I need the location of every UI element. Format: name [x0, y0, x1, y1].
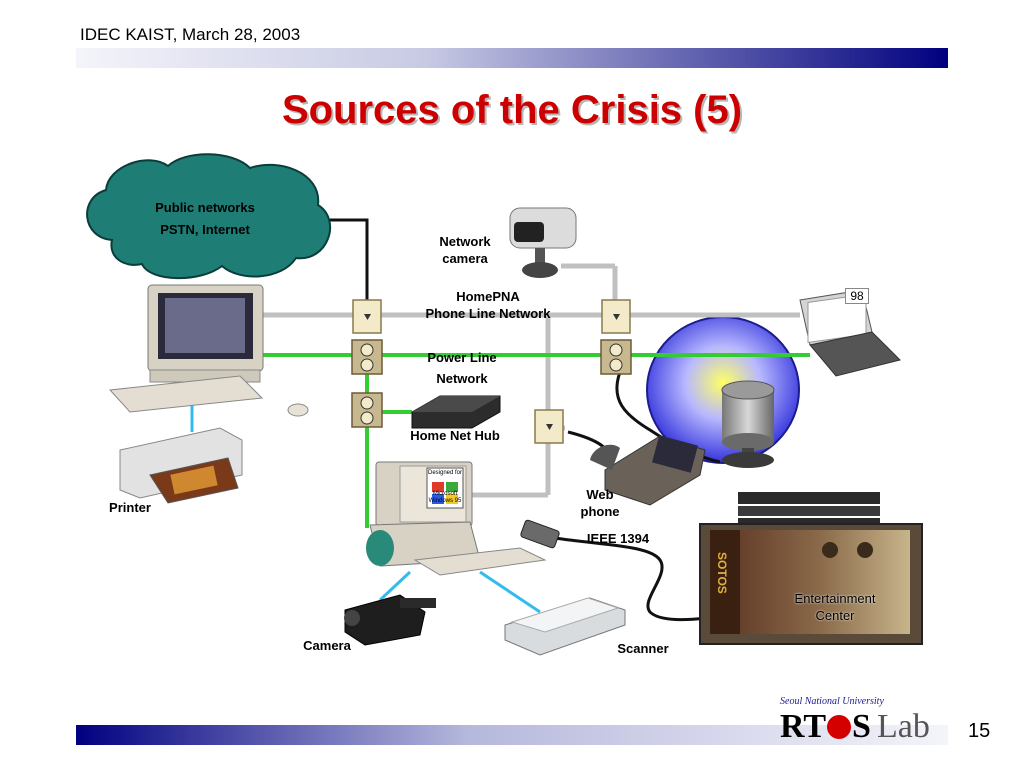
speaker [721, 380, 775, 468]
header-text: IDEC KAIST, March 28, 2003 [80, 25, 301, 44]
network-camera-label: Network camera [439, 234, 491, 266]
web-phone [590, 435, 706, 506]
power-outlet [351, 339, 383, 375]
laptop [799, 289, 901, 377]
desktop-pc [108, 284, 309, 417]
cloud-label: Public networks PSTN, Internet [115, 197, 295, 241]
camcorder [344, 594, 436, 646]
tv-side-text: SOTOS [715, 552, 729, 594]
av-equipment [738, 492, 880, 526]
printer-label: Printer [109, 500, 151, 515]
printer [119, 427, 243, 504]
slide-title: Sources of the Crisis (5) [281, 88, 743, 132]
camera-label: Camera [303, 638, 351, 653]
phone-jack [601, 299, 631, 334]
ieee1394-label: IEEE 1394 [586, 531, 650, 546]
power-outlet [600, 339, 632, 375]
public-network-cloud [86, 153, 332, 280]
home-net-hub-label: Home Net Hub [410, 428, 500, 443]
homepna-label: HomePNA Phone Line Network [425, 289, 551, 321]
ieee1394-connector [520, 519, 560, 549]
phone-line-network [262, 263, 800, 498]
logo-o-circle [827, 715, 852, 739]
center-pc [366, 461, 547, 576]
cloud-label-line-2: PSTN, Internet [160, 222, 250, 237]
power-outlet [351, 392, 383, 428]
entertainment-center-label: Entertainment Center [794, 591, 876, 623]
entertainment-tv: SOTOS [699, 523, 923, 645]
cloud-label-line-1: Public networks [155, 200, 255, 215]
scanner-label: Scanner [617, 641, 669, 656]
laptop-badge: 98 [845, 288, 869, 304]
phone-jack [534, 409, 564, 444]
phone-jack [352, 299, 382, 334]
university-name: Seoul National University [780, 696, 884, 707]
power-line-network [262, 353, 810, 528]
network-camera [509, 207, 577, 278]
page-number: 15 [968, 720, 991, 742]
monitor-logo-text: Designed for Microsoft Windows 95 [427, 470, 463, 504]
web-phone-label: Web phone [580, 487, 620, 519]
home-net-hub [411, 395, 501, 429]
scanner [504, 597, 626, 656]
bottom-gradient-bar [76, 725, 948, 745]
top-gradient-bar [76, 48, 948, 68]
powerline-label: Power Line Network [427, 350, 497, 386]
